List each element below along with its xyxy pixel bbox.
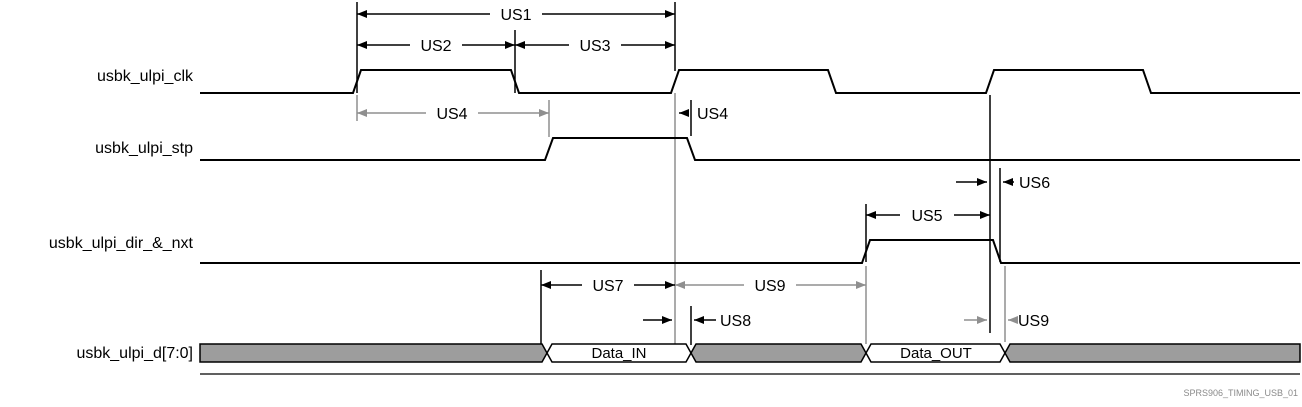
us6-label: US6: [1019, 175, 1050, 192]
timing-parameter-labels: US1 US2 US3 US4 US4 US5 US6 US7 US9 US8 …: [420, 7, 1050, 330]
label-bg: [744, 275, 796, 294]
label-bg: [426, 103, 478, 122]
us9-start-label: US9: [754, 278, 785, 295]
label-bg: [410, 35, 462, 54]
data-out-label: Data_OUT: [900, 345, 972, 362]
us7-label: US7: [592, 278, 623, 295]
watermark-text: SPRS906_TIMING_USB_01: [1183, 388, 1298, 398]
label-bg: [569, 35, 621, 54]
waveforms: [200, 69, 1300, 264]
dir-nxt-waveform: [200, 239, 1300, 264]
bus-busy-segment: [690, 343, 867, 363]
signal-label-clk: usbk_ulpi_clk: [97, 68, 194, 85]
signal-label-data: usbk_ulpi_d[7:0]: [76, 345, 193, 362]
data-bus: [199, 343, 1301, 363]
bus-labels: Data_IN Data_OUT: [591, 345, 971, 362]
us9-end-label: US9: [1018, 313, 1049, 330]
label-bg: [582, 275, 634, 294]
label-backgrounds: [410, 4, 954, 294]
us1-label: US1: [500, 7, 531, 24]
us8-label: US8: [720, 313, 751, 330]
us3-label: US3: [579, 38, 610, 55]
us5-label: US5: [911, 208, 942, 225]
stp-waveform: [200, 137, 1300, 161]
signal-label-dir-nxt: usbk_ulpi_dir_&_nxt: [49, 235, 194, 252]
black-measure-arrows: [357, 10, 1014, 324]
signal-label-stp: usbk_ulpi_stp: [95, 140, 193, 157]
label-bg: [900, 205, 954, 224]
label-bg: [490, 4, 542, 23]
data-in-label: Data_IN: [591, 345, 646, 362]
bus-busy-segment: [199, 343, 548, 363]
bus-busy-segment: [1004, 343, 1301, 363]
us4-rise-label: US4: [436, 106, 467, 123]
us2-label: US2: [420, 38, 451, 55]
gray-reference-lines: [356, 93, 1006, 344]
clk-waveform: [200, 69, 1300, 94]
us4-fall-label: US4: [697, 106, 728, 123]
signal-labels: usbk_ulpi_clk usbk_ulpi_stp usbk_ulpi_di…: [49, 68, 194, 362]
